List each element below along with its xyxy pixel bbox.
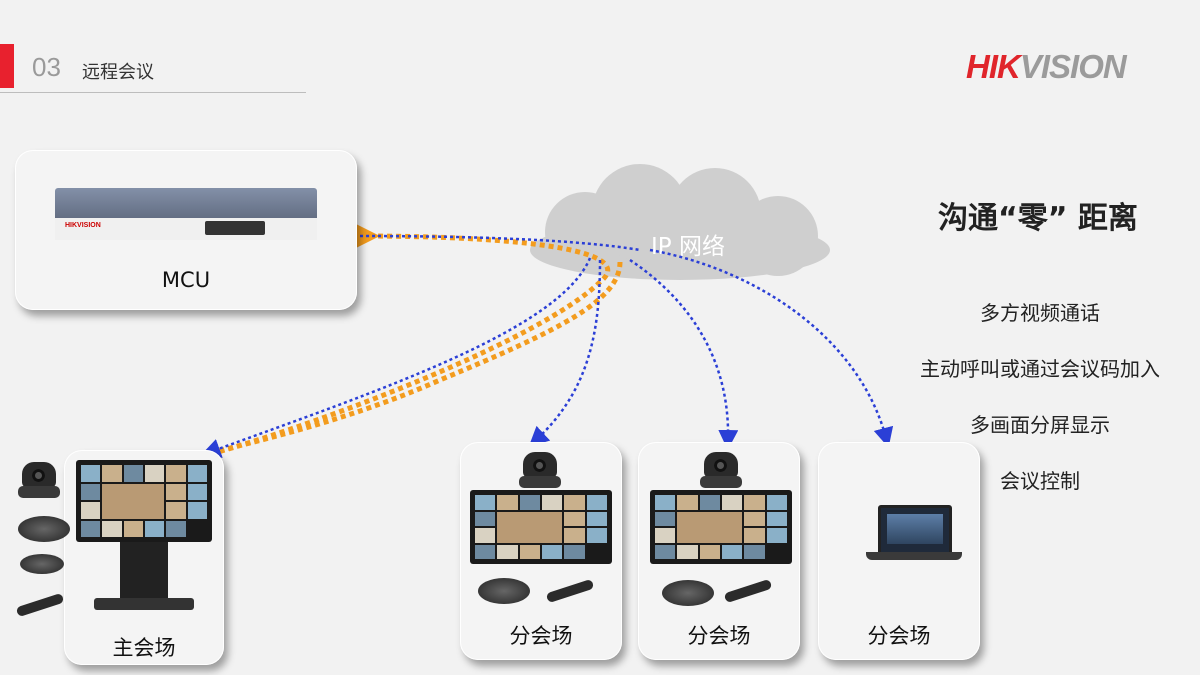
branch-display-1 — [470, 490, 612, 564]
branch2-link-blue — [629, 258, 739, 450]
feature-item-3: 多画面分屏显示 — [970, 413, 1110, 437]
mcu-device: HIKVISION — [55, 188, 317, 240]
network-label: IP 网络 — [651, 234, 725, 260]
branch-site-label-3: 分会场 — [867, 624, 931, 648]
mcu-label: MCU — [161, 268, 211, 292]
branch-site-label-1: 分会场 — [509, 624, 573, 648]
branch3-link-blue — [649, 248, 894, 448]
main-site-label: 主会场 — [112, 636, 176, 660]
mcu-card: HIKVISION MCU — [15, 150, 357, 310]
microphone-icon — [478, 578, 530, 604]
feature-item-4: 会议控制 — [1000, 469, 1080, 493]
microphone-icon — [18, 516, 70, 542]
speakerphone-icon — [20, 554, 64, 574]
header-divider — [0, 92, 306, 93]
branch1-link-blue — [528, 259, 602, 447]
hikvision-logo: HIKVISION — [966, 48, 1127, 85]
tagline: 沟通“零” 距离 — [938, 201, 1138, 236]
feature-item-1: 多方视频通话 — [980, 301, 1100, 325]
feature-item-2: 主动呼叫或通过会议码加入 — [920, 357, 1160, 381]
main-link-orange-1 — [217, 215, 610, 455]
mcu-link-blue — [359, 234, 641, 252]
stand-base — [94, 598, 194, 610]
branch-display-2 — [650, 490, 792, 564]
display-stand — [120, 542, 168, 600]
cloud-icon — [530, 164, 830, 280]
laptop-screen — [878, 505, 952, 555]
main-link-orange-2 — [214, 261, 623, 455]
mcu-brand: HIKVISION — [65, 222, 101, 229]
main-site-display — [76, 460, 212, 542]
section-accent-bar — [0, 44, 14, 88]
section-title: 远程会议 — [82, 62, 154, 83]
branch-site-label-2: 分会场 — [687, 624, 751, 648]
section-number: 03 — [32, 52, 61, 82]
microphone-icon — [662, 580, 714, 606]
mcu-ports — [205, 221, 265, 235]
laptop-icon — [866, 552, 962, 560]
